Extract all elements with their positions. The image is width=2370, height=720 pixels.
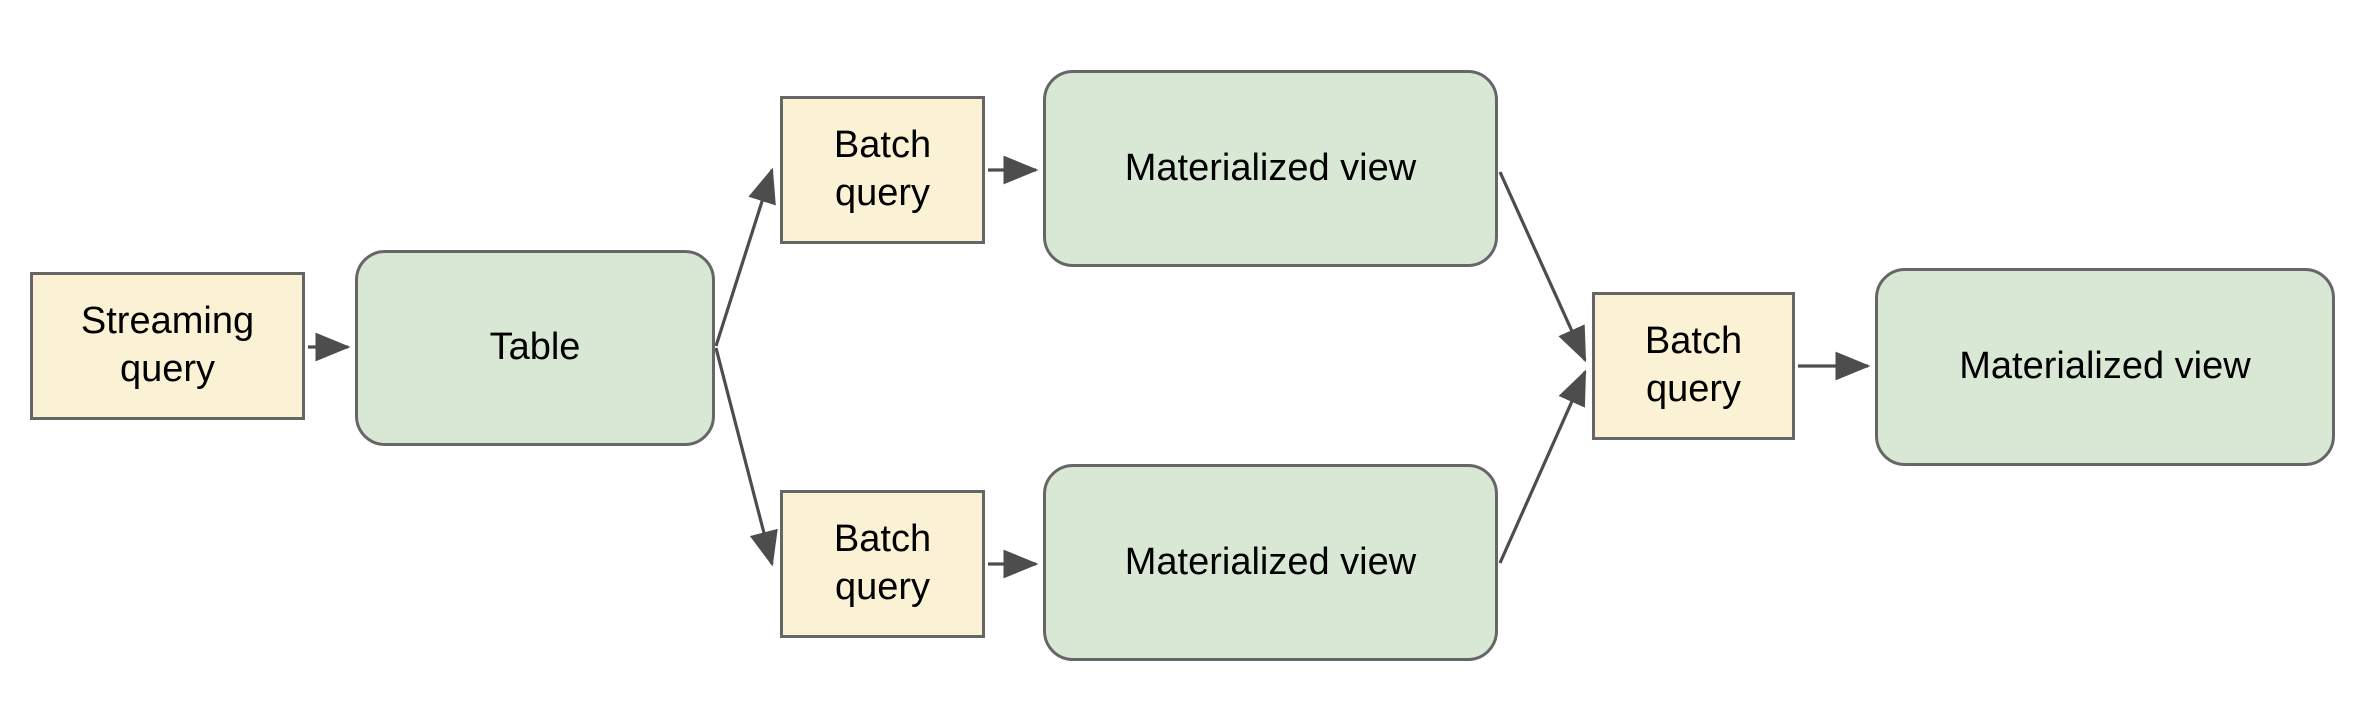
node-batch-query-bottom[interactable]: Batch query [780, 490, 985, 638]
node-batch-query-top[interactable]: Batch query [780, 96, 985, 244]
edge-table-to-batch-query-bottom [714, 347, 778, 567]
node-streaming-query[interactable]: Streaming query [30, 272, 305, 420]
edge-materialized-view-bottom-to-batch-query-join [1498, 369, 1587, 564]
node-materialized-view-final[interactable]: Materialized view [1875, 268, 2335, 466]
edge-materialized-view-top-to-batch-query-join [1498, 171, 1587, 363]
node-materialized-view-bottom[interactable]: Materialized view [1043, 464, 1498, 661]
edge-table-to-batch-query-top [714, 167, 776, 347]
node-materialized-view-top[interactable]: Materialized view [1043, 70, 1498, 267]
node-table[interactable]: Table [355, 250, 715, 446]
node-batch-query-join[interactable]: Batch query [1592, 292, 1795, 440]
